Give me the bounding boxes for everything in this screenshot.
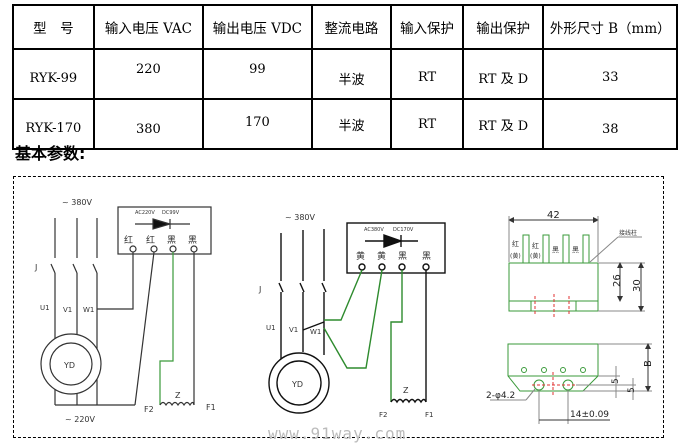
cell-input-protection: RT	[390, 98, 464, 150]
header-output-protection: 输出保护	[462, 4, 545, 50]
d3-dim-26: 26	[612, 274, 623, 287]
table-header-row: 型 号 输入电压 VAC 输出电压 VDC 整流电路 输入保护 输出保护 外形尺…	[12, 4, 678, 50]
d2-supply-label: ~ 380V	[285, 213, 316, 222]
d2-module-box	[346, 222, 446, 274]
d3-dim-b: B	[643, 360, 654, 367]
d2-f2-label: F2	[379, 411, 387, 419]
cell-dimension: 33	[542, 48, 678, 100]
d3-pin-label-4: (黄)	[530, 252, 541, 260]
d2-switch-label: J	[258, 285, 261, 294]
d2-motor-outer	[268, 352, 330, 414]
wiring-diagram-1: ~ 380V J U1 V1 W1 YD AC220V DC99V 红 红 黑 …	[34, 198, 216, 424]
d2-module-ac: AC380V	[364, 227, 384, 233]
d2-terminal-2: 黄	[377, 250, 386, 262]
table-row: RYK-170 380 170 半波 RT RT 及 D 38	[12, 98, 678, 150]
d2-motor-inner	[276, 360, 322, 406]
d2-diode-icon	[383, 234, 404, 248]
d3-dim-5a: 5	[611, 378, 621, 384]
d1-output-supply: ~ 220V	[65, 415, 96, 424]
d2-module-dc: DC170V	[393, 227, 414, 233]
header-input-voltage: 输入电压 VAC	[93, 4, 205, 50]
cell-rectifier: 半波	[311, 48, 393, 100]
d1-f1-label: F1	[206, 403, 216, 412]
d2-phase-u1: U1	[266, 324, 276, 332]
d1-terminal-2: 红	[146, 234, 155, 246]
cell-rectifier: 半波	[311, 98, 393, 150]
d1-terminal-3: 黑	[167, 235, 176, 246]
d3-dim-5b: 5	[627, 387, 637, 393]
d1-diode-icon	[152, 218, 173, 230]
d1-phase-w1: W1	[83, 306, 94, 314]
d3-pin-label-2: (黄)	[510, 252, 521, 260]
header-model: 型 号	[12, 4, 95, 50]
d1-module-ac: AC220V	[135, 210, 155, 216]
d1-motor-inner	[49, 342, 93, 386]
cell-output-voltage: 170	[202, 98, 313, 150]
d3-pin-label-5: 黑	[552, 246, 559, 254]
d1-supply-label: ~ 380V	[62, 198, 93, 207]
header-output-voltage: 输出电压 VDC	[202, 4, 313, 50]
d3-pitch-label: 14±0.09	[570, 410, 609, 420]
header-dimension: 外形尺寸 B（mm）	[542, 4, 678, 50]
d3-callout-label: 接线柱	[619, 229, 637, 237]
watermark: www.91way.com	[268, 424, 407, 443]
cell-model: RYK-99	[12, 48, 95, 100]
d3-pin-label-1: 红	[512, 239, 519, 248]
d1-coil-icon	[159, 401, 195, 407]
d1-module-box	[117, 206, 212, 255]
d2-terminal-3: 黑	[398, 251, 407, 262]
d3-width-dim: 42	[547, 210, 560, 221]
cell-output-protection: RT 及 D	[462, 98, 545, 150]
d1-coil-label: Z	[175, 391, 181, 400]
d3-pin-label-3: 红	[532, 241, 539, 250]
header-input-protection: 输入保护	[390, 4, 464, 50]
section-title: 基本参数:	[15, 144, 86, 163]
d2-phase-w1: W1	[310, 328, 321, 336]
d1-switch-label: J	[34, 263, 37, 272]
d1-phase-u1: U1	[40, 304, 50, 312]
dimension-drawing: 42 红 (黄) 红 (黄) 黑 黑 接线柱 26 30	[486, 210, 654, 424]
cell-output-voltage: 99	[202, 48, 313, 100]
d1-phase-v1: V1	[63, 306, 72, 314]
d2-phase-v1: V1	[289, 326, 298, 334]
d3-pin-label-6: 黑	[572, 246, 579, 254]
d2-terminal-4: 黑	[422, 251, 431, 262]
cell-input-voltage: 380	[93, 98, 205, 150]
spec-table: 型 号 输入电压 VAC 输出电压 VDC 整流电路 输入保护 输出保护 外形尺…	[12, 4, 678, 150]
wiring-diagram-2: ~ 380V J U1 V1 W1 YD AC380V DC170V 黄 黄 黑…	[258, 213, 446, 419]
cell-dimension: 38	[542, 98, 678, 150]
d1-switch	[50, 263, 98, 274]
table-row: RYK-99 220 99 半波 RT RT 及 D 33	[12, 48, 678, 100]
d2-f1-label: F1	[425, 411, 433, 419]
cell-output-protection: RT 及 D	[462, 48, 545, 100]
d2-coil-label: Z	[403, 386, 409, 395]
d2-terminal-1: 黄	[356, 250, 365, 262]
d2-motor-label: YD	[291, 380, 303, 389]
d1-f2-label: F2	[144, 405, 154, 414]
d1-terminal-4: 黑	[188, 235, 197, 246]
d3-holes-label: 2-φ4.2	[486, 391, 515, 401]
header-rectifier: 整流电路	[311, 4, 393, 50]
d1-terminal-1: 红	[124, 234, 133, 246]
d1-module-dc: DC99V	[162, 210, 180, 216]
d2-coil-icon	[390, 398, 427, 404]
d2-switch	[278, 282, 327, 293]
cell-input-protection: RT	[390, 48, 464, 100]
diagram-frame	[13, 176, 664, 438]
cell-input-voltage: 220	[93, 48, 205, 100]
d3-dim-30: 30	[632, 279, 643, 292]
cell-model: RYK-170	[12, 98, 95, 150]
d1-motor-label: YD	[63, 361, 75, 370]
